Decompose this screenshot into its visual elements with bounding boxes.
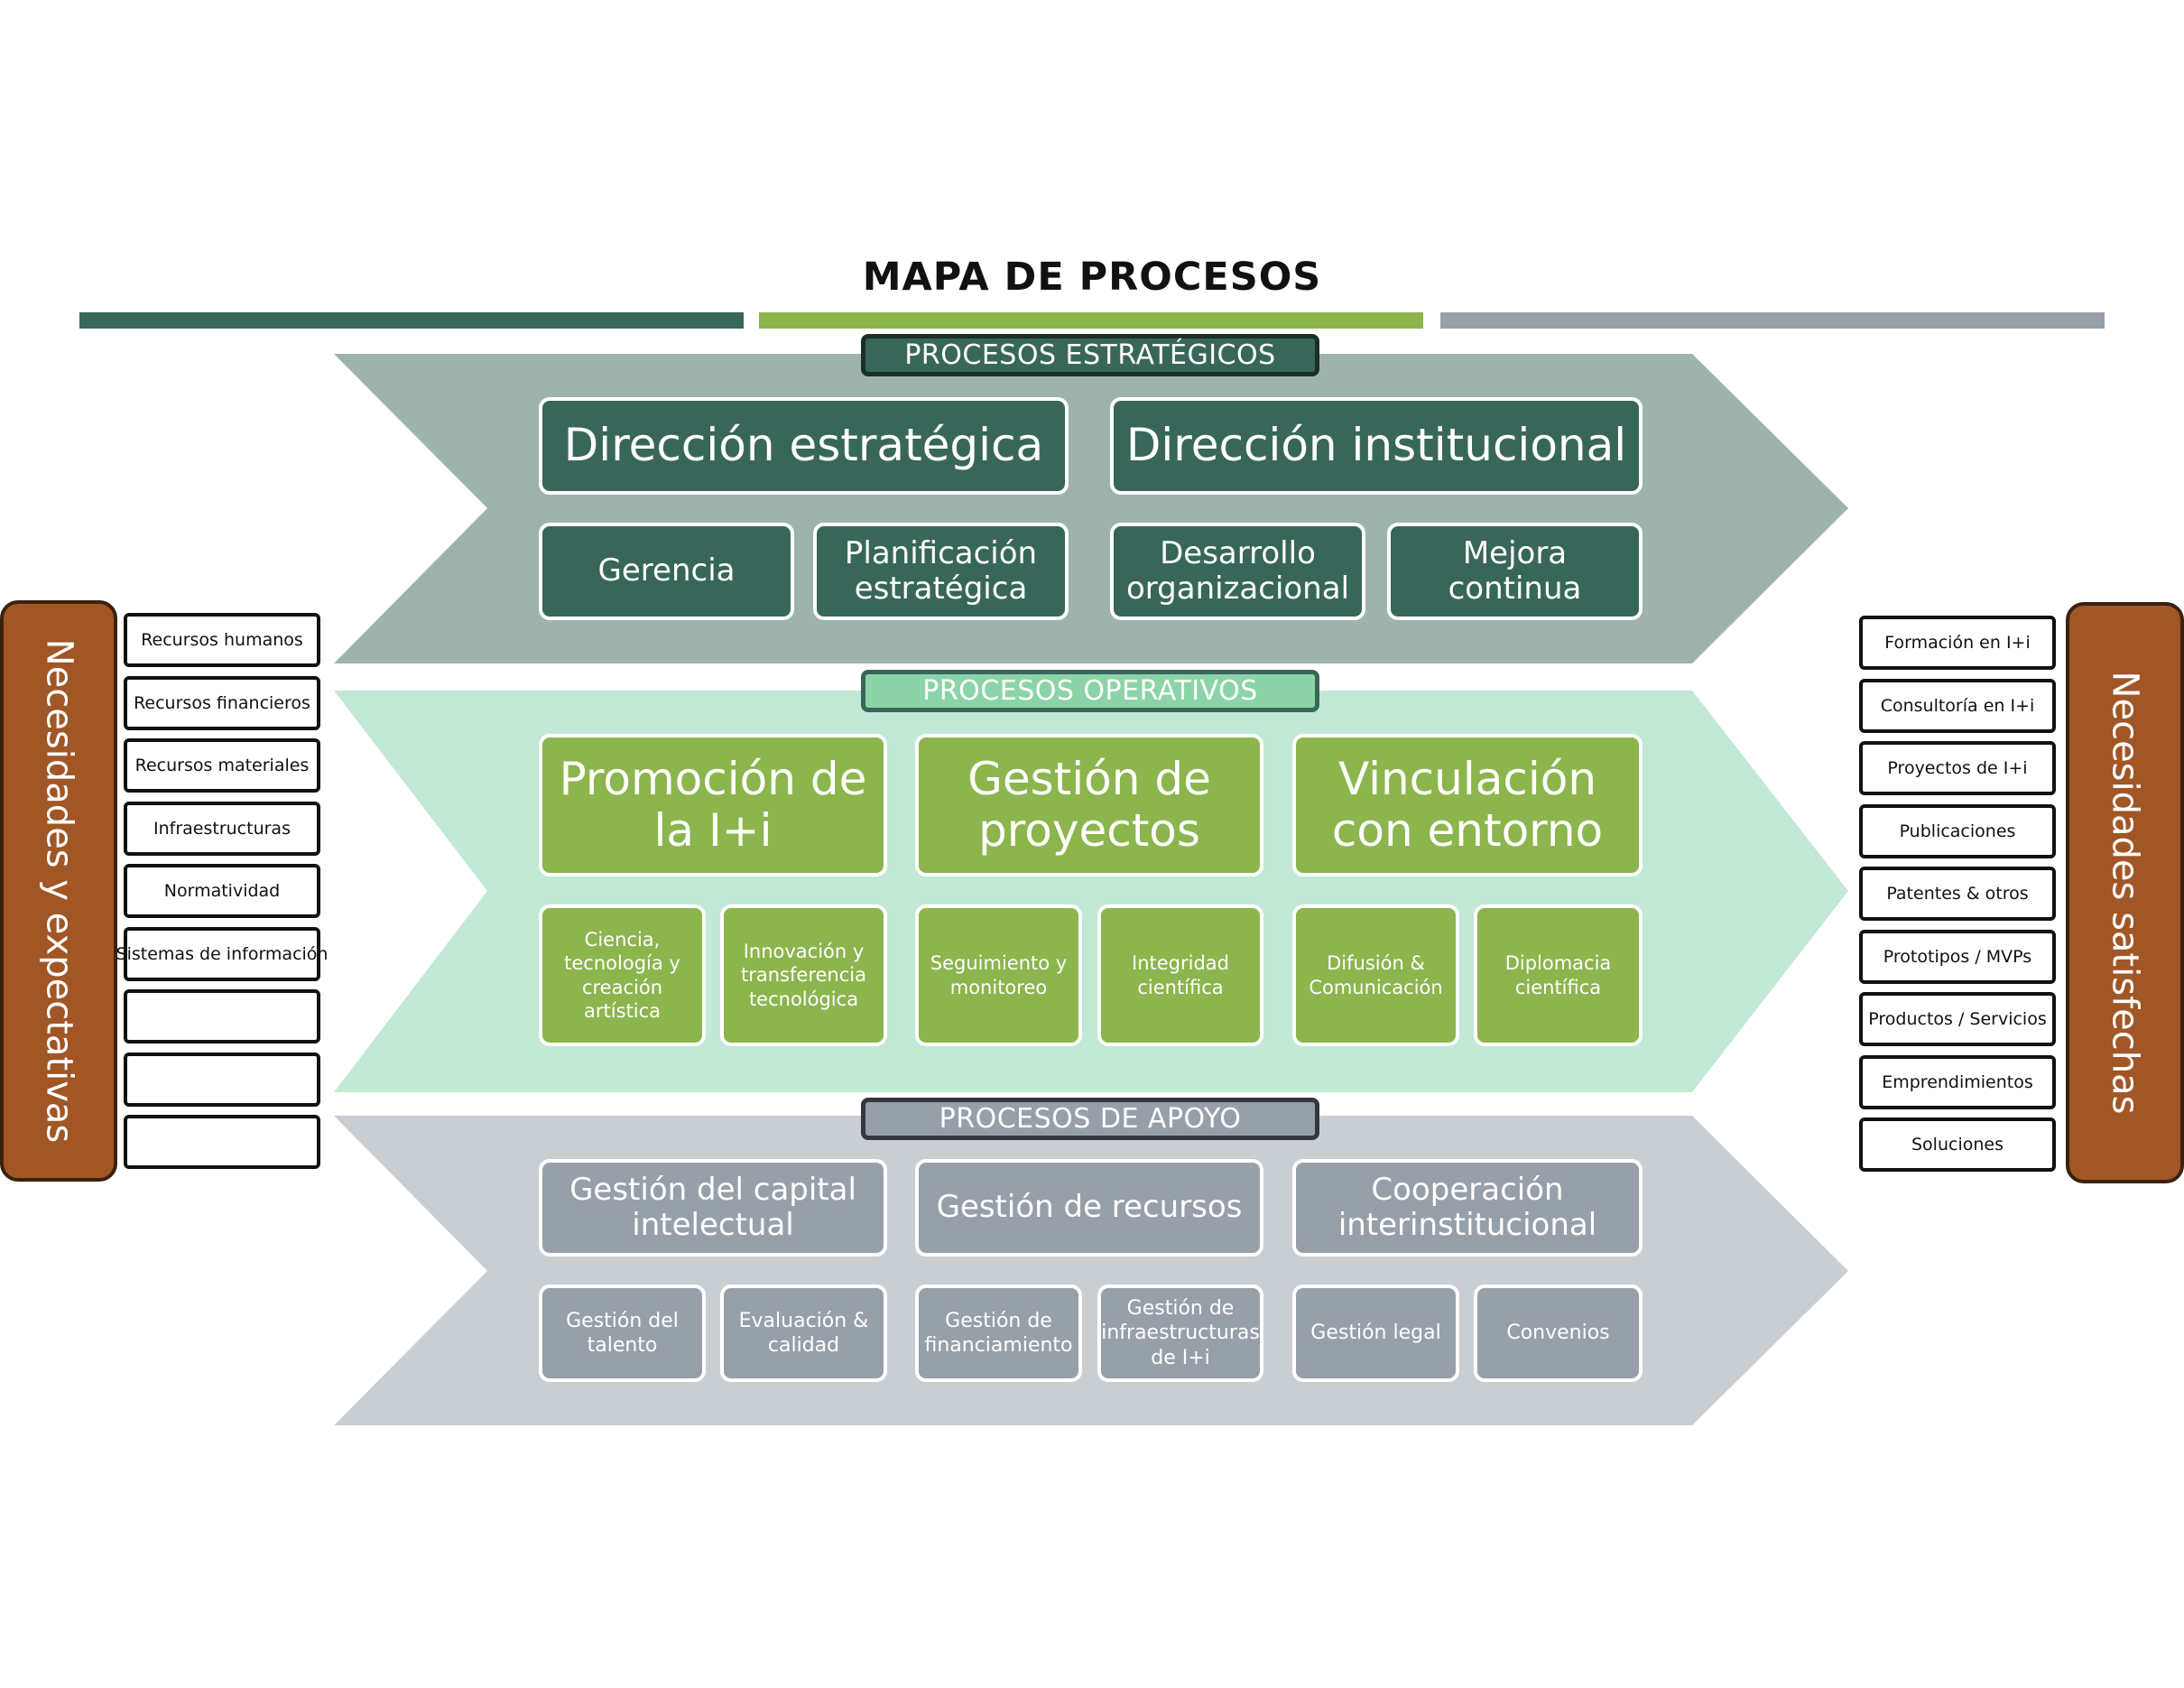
operative-main-box[interactable]: Vinculación con entorno xyxy=(1292,734,1643,876)
operative-sub-box[interactable]: Integridad científica xyxy=(1097,904,1263,1046)
output-item[interactable]: Prototipos / MVPs xyxy=(1859,929,2056,984)
support-sub-box[interactable]: Gestión legal xyxy=(1292,1285,1459,1382)
output-item[interactable]: Soluciones xyxy=(1859,1118,2056,1172)
output-item[interactable]: Patentes & otros xyxy=(1859,867,2056,921)
output-item[interactable]: Consultoría en I+i xyxy=(1859,678,2056,733)
support-sub-box[interactable]: Evaluación & calidad xyxy=(720,1285,887,1382)
page-title: MAPA DE PROCESOS xyxy=(862,255,1322,300)
input-item[interactable]: Recursos materiales xyxy=(124,738,320,793)
strategic-sub-box[interactable]: Mejora continua xyxy=(1387,523,1643,620)
operative-main-box[interactable]: Promoción de la I+i xyxy=(539,734,887,876)
output-item[interactable]: Publicaciones xyxy=(1859,803,2056,858)
input-item[interactable]: Normatividad xyxy=(124,864,320,918)
support-main-box[interactable]: Gestión de recursos xyxy=(915,1159,1263,1257)
strategic-section-label: PROCESOS ESTRATÉGICOS xyxy=(861,334,1319,376)
support-sub-box[interactable]: Gestión de infraestructuras de I+i xyxy=(1097,1285,1263,1382)
input-item[interactable] xyxy=(124,1052,320,1107)
input-item[interactable] xyxy=(124,1115,320,1169)
header-bar-operative xyxy=(759,312,1423,329)
outputs-panel-label: Necesidades satisfechas xyxy=(2104,671,2146,1115)
inputs-panel-label: Necesidades y expectativas xyxy=(38,638,80,1144)
outputs-panel: Necesidades satisfechas xyxy=(2066,602,2184,1183)
output-item[interactable]: Emprendimientos xyxy=(1859,1054,2056,1109)
support-sub-box[interactable]: Convenios xyxy=(1474,1285,1643,1382)
operative-sub-box[interactable]: Ciencia, tecnología y creación artística xyxy=(539,904,706,1046)
operative-section-label: PROCESOS OPERATIVOS xyxy=(861,670,1319,712)
strategic-main-box[interactable]: Dirección estratégica xyxy=(539,397,1069,495)
support-sub-box[interactable]: Gestión de financiamiento xyxy=(915,1285,1082,1382)
input-item[interactable] xyxy=(124,989,320,1043)
operative-main-box[interactable]: Gestión de proyectos xyxy=(915,734,1263,876)
input-item[interactable]: Recursos financieros xyxy=(124,675,320,730)
support-sub-box[interactable]: Gestión del talento xyxy=(539,1285,706,1382)
output-item[interactable]: Productos / Servicios xyxy=(1859,992,2056,1046)
operative-sub-box[interactable]: Diplomacia científica xyxy=(1474,904,1643,1046)
input-item[interactable]: Sistemas de información xyxy=(116,926,328,981)
operative-sub-box[interactable]: Seguimiento y monitoreo xyxy=(915,904,1082,1046)
strategic-main-box[interactable]: Dirección institucional xyxy=(1110,397,1643,495)
input-item[interactable]: Recursos humanos xyxy=(124,613,320,667)
output-item[interactable]: Proyectos de I+i xyxy=(1859,741,2056,795)
input-item[interactable]: Infraestructuras xyxy=(124,801,320,856)
support-main-box[interactable]: Gestión del capital intelectual xyxy=(539,1159,887,1257)
support-section-label: PROCESOS DE APOYO xyxy=(861,1098,1319,1140)
header-bar-strategic xyxy=(79,312,744,329)
strategic-sub-box[interactable]: Desarrollo organizacional xyxy=(1110,523,1365,620)
support-main-box[interactable]: Cooperación interinstitucional xyxy=(1292,1159,1643,1257)
output-item[interactable]: Formación en I+i xyxy=(1859,616,2056,670)
operative-sub-box[interactable]: Innovación y transferencia tecnológica xyxy=(720,904,887,1046)
operative-sub-box[interactable]: Difusión & Comunicación xyxy=(1292,904,1459,1046)
strategic-sub-box[interactable]: Planificación estratégica xyxy=(813,523,1069,620)
header-bar-support xyxy=(1440,312,2105,329)
strategic-sub-box[interactable]: Gerencia xyxy=(539,523,794,620)
inputs-panel: Necesidades y expectativas xyxy=(0,600,117,1182)
